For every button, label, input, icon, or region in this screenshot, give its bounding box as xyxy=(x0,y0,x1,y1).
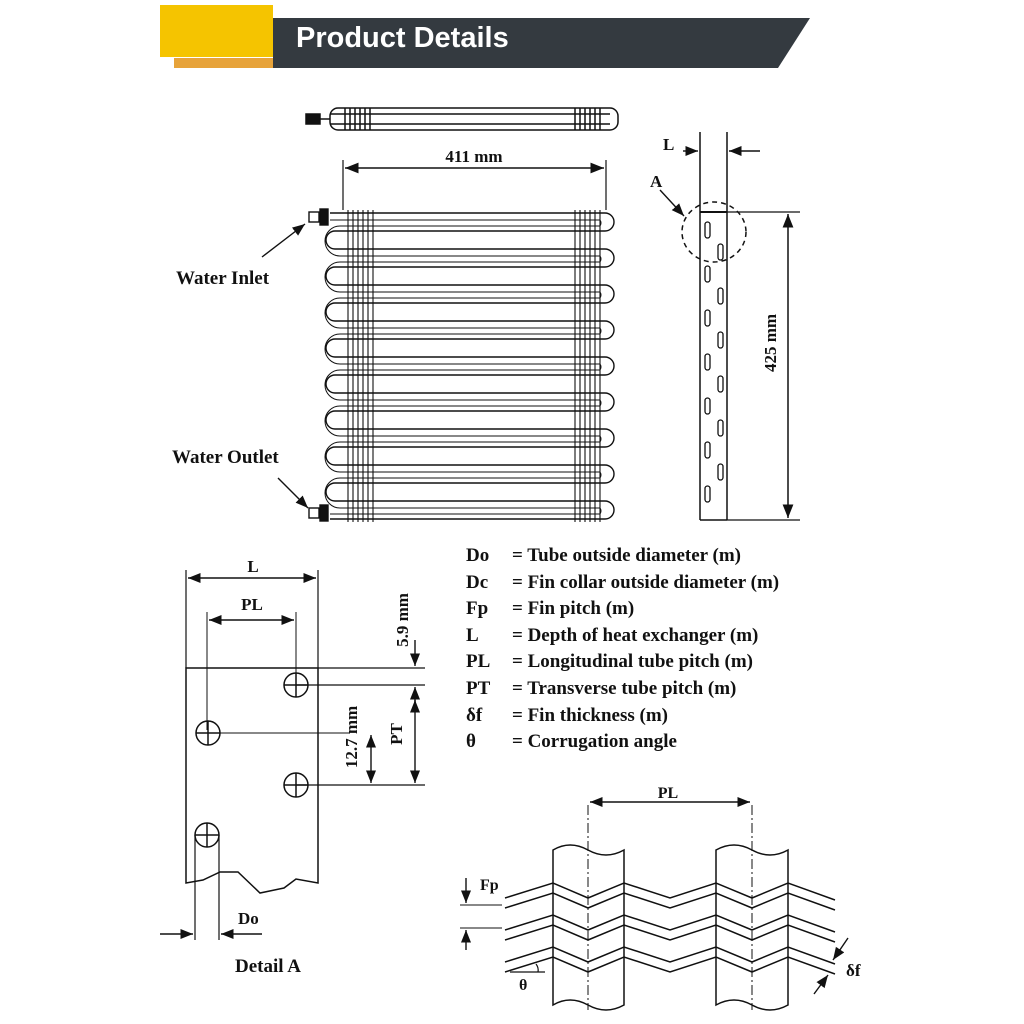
legend-text: = Fin collar outside diameter (m) xyxy=(512,571,780,593)
banner-accent-shadow xyxy=(174,58,273,68)
legend-row: L = Depth of heat exchanger (m) xyxy=(466,623,779,650)
water-inlet-label: Water Inlet xyxy=(176,268,270,289)
fin-angle-label: θ xyxy=(519,977,527,994)
fin-detail-drawing xyxy=(504,805,836,1011)
detail-l-label: L xyxy=(247,557,258,576)
banner-accent xyxy=(160,5,273,57)
detail-a-dimensions: L PL 5.9 mm PT 12.7 mm Do Detail A xyxy=(160,557,421,977)
legend-row: Do = Tube outside diameter (m) xyxy=(466,543,779,570)
fin-fp-label: Fp xyxy=(480,877,499,894)
detail-a-circle xyxy=(681,201,747,263)
side-view xyxy=(681,132,747,521)
outlet-callout: Water Outlet xyxy=(172,447,309,509)
outlet-fitting xyxy=(319,504,329,522)
legend-text: = Fin thickness (m) xyxy=(512,704,668,726)
water-outlet-label: Water Outlet xyxy=(172,447,279,468)
height-label: 425 mm xyxy=(761,314,780,372)
legend-row: Dc = Fin collar outside diameter (m) xyxy=(466,570,779,597)
banner-shape xyxy=(160,5,810,68)
page-title: Product Details xyxy=(296,22,509,54)
legend-row: PL = Longitudinal tube pitch (m) xyxy=(466,649,779,676)
legend-text: = Transverse tube pitch (m) xyxy=(512,677,737,699)
detail-a-caption: Detail A xyxy=(235,956,301,977)
inlet-nut xyxy=(308,211,320,223)
side-l-label: L xyxy=(663,135,674,154)
fin-thickness-label: δf xyxy=(846,961,861,980)
detail-a-drawing xyxy=(185,570,425,940)
legend-text: = Corrugation angle xyxy=(512,731,677,753)
legend-symbol: θ xyxy=(466,731,476,753)
width-label: 411 mm xyxy=(445,147,502,166)
detail-a-marker-label: A xyxy=(650,172,663,191)
symbol-legend: Do = Tube outside diameter (m) Dc = Fin co… xyxy=(466,543,779,756)
legend-symbol: Fp xyxy=(466,598,489,620)
detail-pl-label: PL xyxy=(241,595,263,614)
detail-pt-label: PT xyxy=(387,722,406,744)
top-plan-view xyxy=(305,107,619,131)
fin-detail-dimensions: PL Fp δf θ xyxy=(460,785,861,995)
detail-a-marker: A xyxy=(650,172,685,217)
outlet-nut xyxy=(308,507,320,519)
inlet-fitting xyxy=(319,208,329,226)
legend-row: θ = Corrugation angle xyxy=(466,729,779,756)
legend-text: = Longitudinal tube pitch (m) xyxy=(512,651,753,673)
front-coil-view xyxy=(308,208,615,522)
legend-symbol: δf xyxy=(466,704,483,726)
width-dimension: 411 mm xyxy=(342,147,607,210)
legend-row: Fp = Fin pitch (m) xyxy=(466,596,779,623)
legend-symbol: PL xyxy=(466,651,491,673)
legend-text: = Fin pitch (m) xyxy=(512,598,635,620)
legend-symbol: Do xyxy=(466,545,490,566)
offset-label: 5.9 mm xyxy=(393,593,412,647)
legend-row: PT = Transverse tube pitch (m) xyxy=(466,676,779,703)
detail-do-label: Do xyxy=(238,909,259,928)
side-depth-dimension: L xyxy=(663,135,760,157)
fin-pl-label: PL xyxy=(658,785,678,802)
banner-bar xyxy=(273,18,810,68)
legend-symbol: L xyxy=(466,624,479,646)
legend-text: = Depth of heat exchanger (m) xyxy=(512,624,759,646)
pitch-label: 12.7 mm xyxy=(342,706,361,768)
legend-symbol: Dc xyxy=(466,571,489,593)
header-banner: Product Details xyxy=(0,0,1024,80)
legend-symbol: PT xyxy=(466,677,491,699)
legend-text: = Tube outside diameter (m) xyxy=(512,545,741,566)
height-dimension: 425 mm xyxy=(727,211,800,521)
legend-row: δf = Fin thickness (m) xyxy=(466,703,779,730)
inlet-callout: Water Inlet xyxy=(176,223,306,289)
